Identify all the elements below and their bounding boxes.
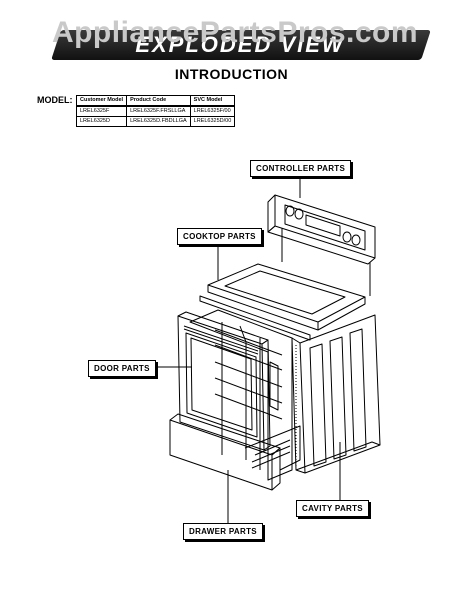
cavity-side-panel [291,314,381,474]
cooktop-assembly [199,263,366,341]
table-row: LREL6325D LREL6325D.FBDLLGA LREL6325D/00 [75,116,236,127]
model-table-header-row: Customer Model Product Code SVC Model [75,95,236,107]
column-header: Product Code [126,95,191,107]
cooktop-parts-label[interactable]: COOKTOP PARTS [177,228,262,245]
oven-cavity-frame [189,309,293,481]
oven-door [177,311,271,451]
controller-parts-label[interactable]: CONTROLLER PARTS [250,160,352,177]
cavity-parts-label[interactable]: CAVITY PARTS [296,500,369,517]
column-header: SVC Model [189,95,236,107]
storage-drawer [169,413,301,491]
column-header: Customer Model [75,95,128,107]
door-parts-label[interactable]: DOOR PARTS [88,360,156,377]
control-panel-assembly [267,194,376,296]
page-title: INTRODUCTION [174,66,289,82]
drawer-parts-label[interactable]: DRAWER PARTS [183,523,263,540]
model-label: MODEL: [37,95,73,105]
model-table: Customer Model Product Code SVC Model LR… [75,95,236,127]
table-cell: LREL6325D.FBDLLGA [126,116,191,127]
watermark: AppliancePartsPros.com [51,16,419,49]
table-cell: LREL6325D/00 [189,116,236,127]
banner-title: EXPLODED VIEW [135,32,345,57]
table-cell: LREL6325D [75,116,128,127]
